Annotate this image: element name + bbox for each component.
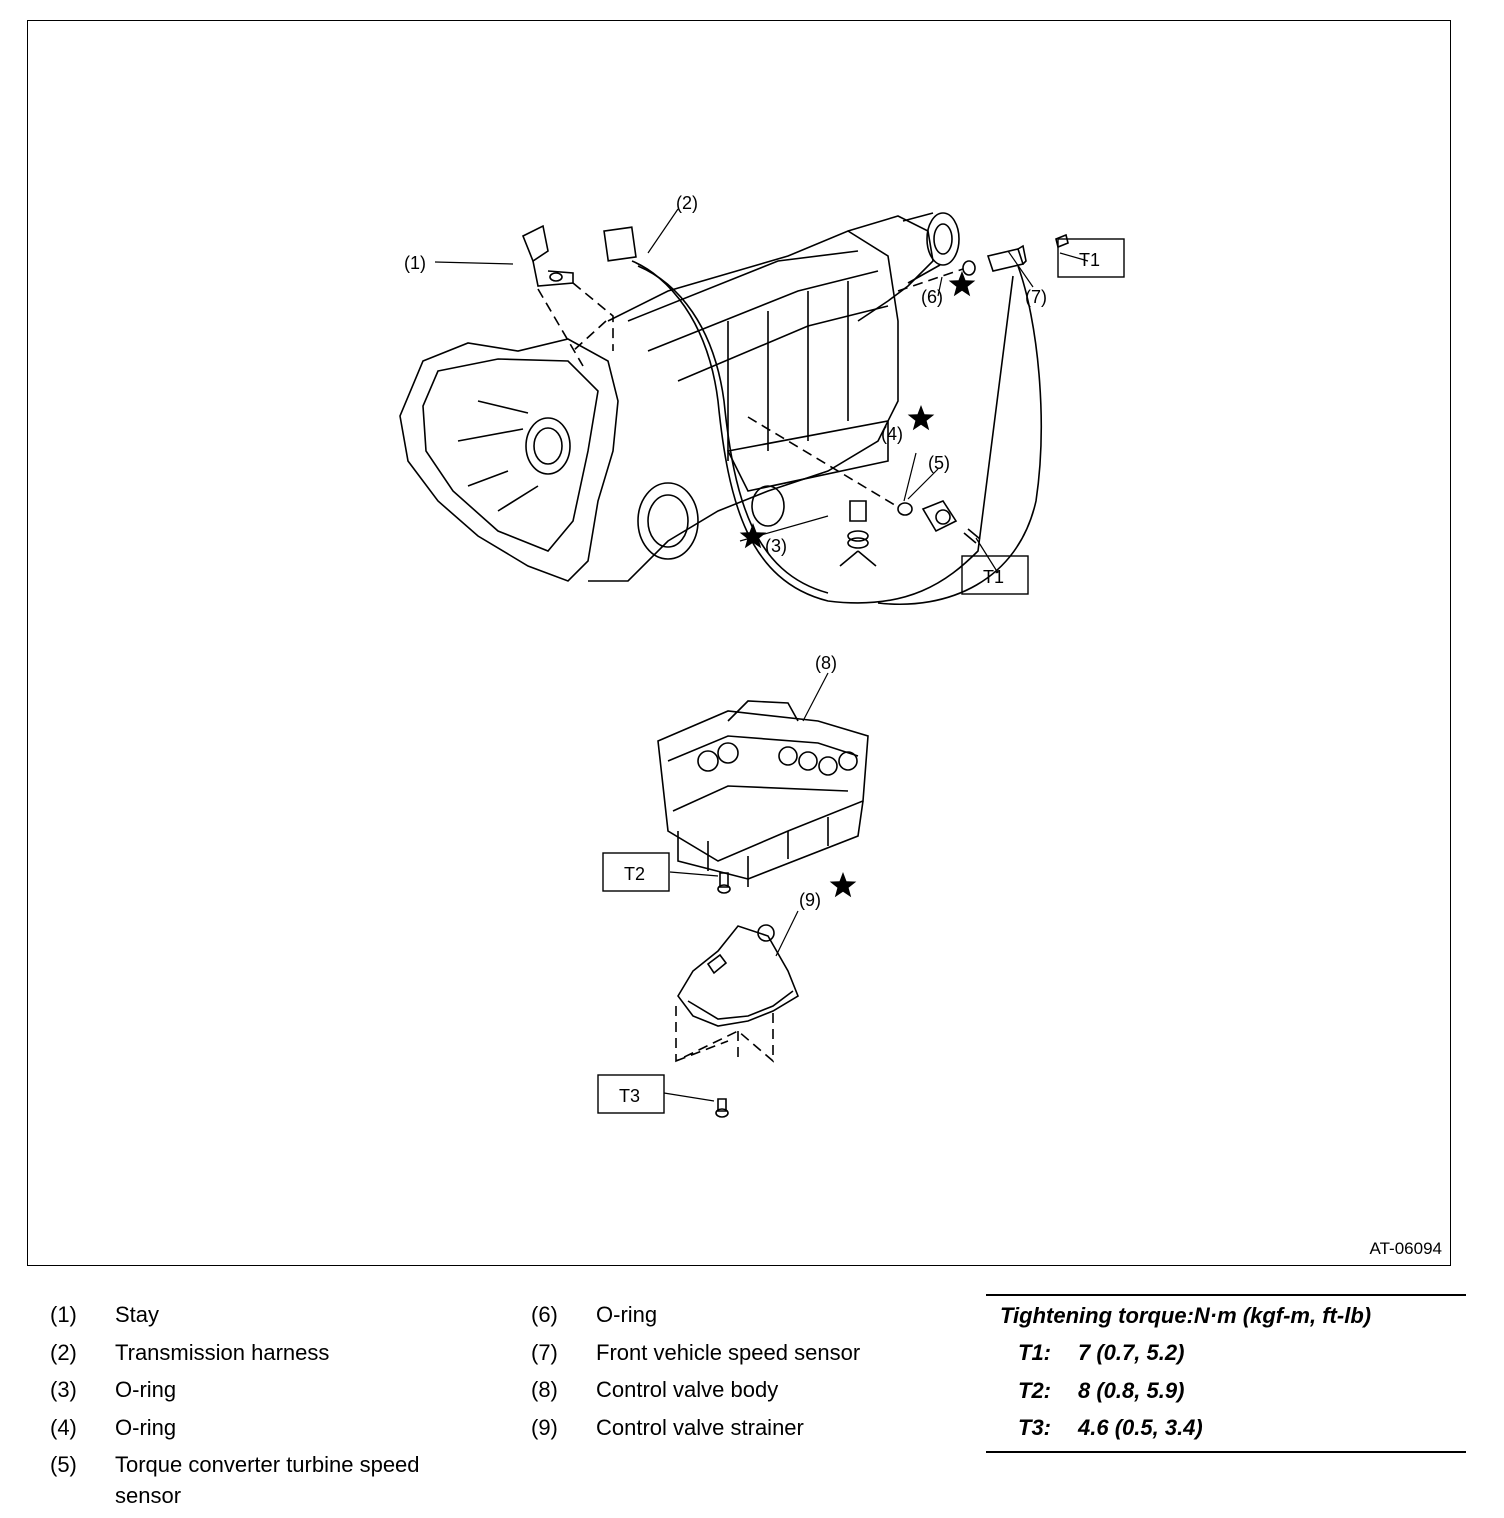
callout-4: (4) xyxy=(881,424,903,444)
extension-case xyxy=(847,215,934,322)
callout-8: (8) xyxy=(815,653,837,673)
callout-1: (1) xyxy=(404,253,426,273)
torque-boxes xyxy=(597,238,1125,1114)
star-icon xyxy=(739,523,767,549)
callout-3: (3) xyxy=(765,536,787,556)
star-icon xyxy=(907,405,935,431)
torque-value: 4.6 (0.5, 3.4) xyxy=(1078,1415,1203,1440)
legend-number: (3) xyxy=(50,1377,77,1402)
turbine-speed-sensor-group xyxy=(747,416,981,544)
torque-key: T3: xyxy=(1018,1415,1051,1440)
callout-9: (9) xyxy=(799,890,821,910)
legend-text: Transmission harness xyxy=(115,1339,330,1365)
torque-key: T2: xyxy=(1018,1377,1051,1403)
legend-number: (7) xyxy=(531,1339,558,1365)
legend-text: O-ring xyxy=(596,1302,658,1327)
torque-box-t1-upper xyxy=(1057,238,1125,278)
o-ring-3 xyxy=(839,500,877,567)
torque-label-t2: T2 xyxy=(624,864,645,884)
legend-number: (4) xyxy=(50,1414,77,1440)
control-valve-body xyxy=(657,700,869,891)
legend-number: (6) xyxy=(531,1302,558,1327)
transmission-assembly xyxy=(399,212,960,582)
legend-text: O-ring xyxy=(115,1377,177,1402)
torque-box-t1-lower xyxy=(961,555,1029,595)
callout-6: (6) xyxy=(921,287,943,307)
stay-part xyxy=(521,224,614,367)
legend-text: O-ring xyxy=(115,1414,177,1440)
front-speed-sensor-group xyxy=(877,233,1069,605)
torque-key: T1: xyxy=(1018,1340,1051,1365)
legend-text: Torque converter turbine speed sensor xyxy=(115,1452,420,1508)
torque-value: 8 (0.8, 5.9) xyxy=(1078,1377,1185,1403)
torque-box-t2 xyxy=(602,852,670,892)
torque-label-t1-upper: T1 xyxy=(1079,250,1100,270)
torque-label-t1-lower: T1 xyxy=(983,567,1004,587)
legend-number: (1) xyxy=(50,1302,77,1327)
legend-text: Stay xyxy=(115,1302,160,1327)
callout-5: (5) xyxy=(928,453,950,473)
figure-id: AT-06094 xyxy=(1369,1239,1442,1258)
torque-box-t3 xyxy=(597,1074,665,1114)
star-icon xyxy=(948,271,976,297)
exploded-diagram: (1) (2) (3) (4) (5) (6) (7) (8) (9) T1 T… xyxy=(399,193,1125,1118)
legend-text: Control valve body xyxy=(596,1377,779,1402)
torque-row: T1: 7 (0.7, 5.2) xyxy=(986,1334,1466,1372)
leader-lines xyxy=(434,208,1089,1102)
figure-frame: (1) (2) (3) (4) (5) (6) (7) (8) (9) T1 T… xyxy=(27,20,1451,1266)
legend-number: (5) xyxy=(50,1452,77,1477)
torque-value: 7 (0.7, 5.2) xyxy=(1078,1340,1185,1365)
star-icon xyxy=(829,872,857,898)
bell-housing xyxy=(399,338,619,582)
legend-number: (8) xyxy=(531,1377,558,1402)
callout-7: (7) xyxy=(1025,287,1047,307)
legend-number: (2) xyxy=(50,1339,77,1365)
callout-2: (2) xyxy=(676,193,698,213)
replace-markers xyxy=(739,271,976,898)
torque-label-t3: T3 xyxy=(619,1086,640,1106)
bolts xyxy=(715,872,731,1118)
torque-row: T2: 8 (0.8, 5.9) xyxy=(986,1372,1466,1410)
torque-title: Tightening torque:N·m (kgf-m, ft-lb) xyxy=(1000,1303,1372,1328)
legend-text: Control valve strainer xyxy=(596,1414,804,1440)
legend-number: (9) xyxy=(531,1414,558,1440)
legend-text: Front vehicle speed sensor xyxy=(596,1339,861,1365)
control-valve-strainer xyxy=(675,924,799,1063)
torque-row: T3: 4.6 (0.5, 3.4) xyxy=(986,1409,1466,1447)
torque-table: Tightening torque:N·m (kgf-m, ft-lb) T1:… xyxy=(986,1294,1466,1453)
main-case xyxy=(588,230,899,582)
